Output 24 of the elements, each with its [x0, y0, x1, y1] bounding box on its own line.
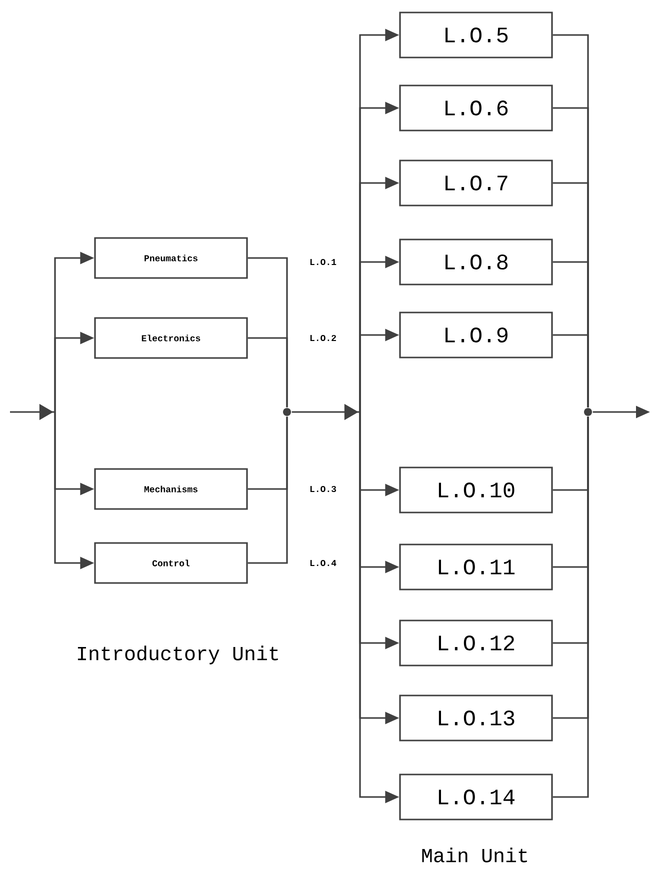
junction-dot	[584, 408, 592, 416]
objective-box: L.O.11	[399, 544, 553, 590]
unit-box: Pneumatics	[94, 237, 248, 279]
objective-box: L.O.14	[399, 774, 553, 820]
unit-box: Electronics	[94, 317, 248, 359]
objective-box: L.O.7	[399, 160, 553, 206]
objective-label: L.O.2	[308, 334, 338, 342]
objective-box: L.O.8	[399, 238, 553, 286]
unit-box: Control	[94, 542, 248, 584]
objective-box: L.O.10	[399, 466, 553, 514]
arrow	[292, 404, 360, 420]
junction-dot	[283, 408, 291, 416]
objective-label: L.O.4	[308, 558, 338, 568]
unit-box: Mechanisms	[94, 468, 248, 510]
arrow	[10, 404, 55, 420]
objective-label: L.O.1	[308, 258, 338, 266]
objective-box: L.O.6	[399, 84, 553, 132]
objective-label: L.O.3	[308, 484, 338, 494]
objective-box: L.O.5	[399, 12, 553, 58]
objective-box: L.O.12	[399, 620, 553, 666]
unit-caption: Introductory Unit	[78, 646, 278, 664]
objective-box: L.O.13	[399, 694, 553, 742]
unit-caption: Main Unit	[422, 848, 527, 862]
objective-box: L.O.9	[399, 312, 553, 358]
